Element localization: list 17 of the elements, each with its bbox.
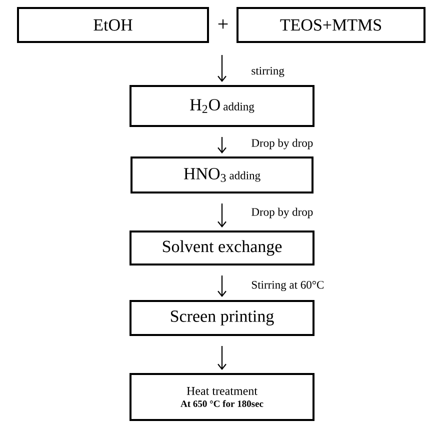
edge-label: Stirring at 60°C [250,280,326,292]
arrow [218,55,226,82]
arrow [218,346,226,370]
process-box: Solvent exchange [130,230,314,266]
process-box: Screen printing [130,300,314,336]
edge-label: Drop by drop [250,138,314,150]
plus-sign: + [218,19,228,29]
edge-label: Drop by drop [250,206,314,220]
arrow [218,137,226,154]
process-box: HNO$_{3}$ adding [130,156,314,194]
arrow [218,204,226,228]
process-box: TEOS+MTMS [236,7,426,43]
edge-label: stirring [250,66,286,78]
process-box: Heat treatment At 650 °C for 180sec [130,373,314,421]
arrow [218,276,226,297]
process-box: EtOH [17,7,209,43]
process-box: H$_{2}$O adding [130,85,314,127]
